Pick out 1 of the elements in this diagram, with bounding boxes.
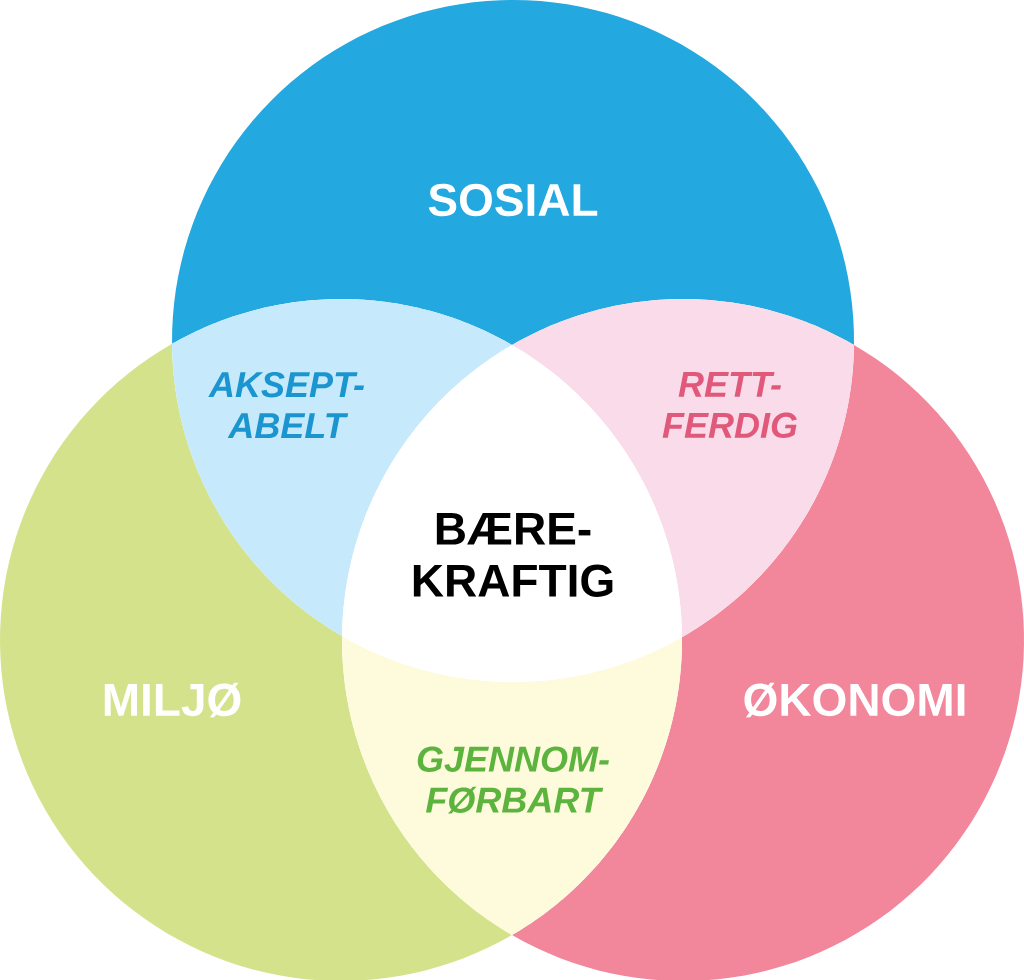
overlap-region: GJENNOM- FØRBART [342, 636, 682, 936]
